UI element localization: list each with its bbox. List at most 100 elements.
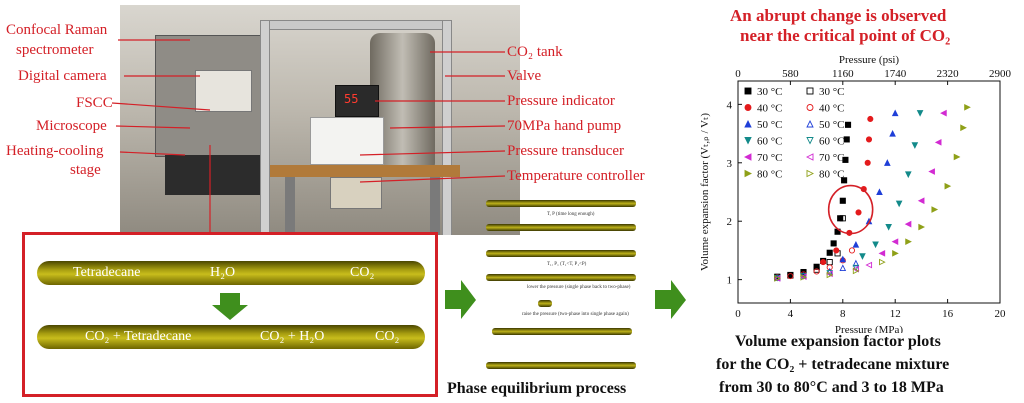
x2-tick-label: 1160 xyxy=(832,68,854,80)
tube-initial-tetradecane: Tetradecane xyxy=(73,265,141,280)
x-tick-label: 16 xyxy=(942,308,954,320)
legend-marker xyxy=(744,169,753,178)
right-arrow-icon xyxy=(445,280,476,319)
legend-marker xyxy=(806,119,814,128)
data-point xyxy=(774,275,781,282)
legend-marker xyxy=(744,104,752,111)
data-point xyxy=(879,258,886,266)
data-point xyxy=(889,129,896,137)
data-point xyxy=(904,220,912,228)
data-point xyxy=(867,115,874,123)
data-point xyxy=(826,264,833,271)
table-leg xyxy=(430,177,440,235)
label-digital-camera: Digital camera xyxy=(18,68,107,84)
tube-equilibrium-co2: CO₂ xyxy=(375,329,400,344)
x2-tick-label: 2320 xyxy=(937,68,960,80)
legend-label: 60 °C xyxy=(819,136,845,148)
data-point xyxy=(892,250,899,257)
data-point xyxy=(865,136,873,143)
legend-label: 60 °C xyxy=(757,136,783,148)
data-point xyxy=(917,197,925,205)
data-point xyxy=(891,109,899,117)
data-point xyxy=(826,259,833,266)
data-point xyxy=(934,139,942,146)
x-tick-label: 12 xyxy=(890,308,901,320)
data-point xyxy=(820,259,827,266)
data-point xyxy=(852,267,860,275)
tube-equilibrium xyxy=(37,325,425,349)
right-arrow-icon xyxy=(655,280,686,319)
leader-fscc xyxy=(111,102,211,111)
x-tick-label: 4 xyxy=(788,308,794,320)
data-point xyxy=(940,109,947,117)
data-point xyxy=(859,253,866,260)
data-point xyxy=(884,159,891,166)
label-heating-line1: Heating-cooling xyxy=(6,143,104,159)
data-point xyxy=(842,156,849,163)
data-point xyxy=(852,240,860,248)
chart-caption-1: Volume expansion factor plots xyxy=(735,333,941,350)
legend-label: 40 °C xyxy=(757,103,783,115)
legend-marker xyxy=(806,169,815,178)
legend-label: 70 °C xyxy=(757,152,783,164)
table-top xyxy=(270,165,460,177)
data-point xyxy=(918,223,926,231)
data-point xyxy=(787,273,794,280)
phase-note-3: lower the pressure (single phase back to… xyxy=(527,285,631,290)
legend-marker xyxy=(744,87,752,95)
phase-note-4: raise the pressure (two-phase into singl… xyxy=(522,312,629,317)
frame-post-left xyxy=(260,20,270,235)
data-point xyxy=(844,121,852,128)
tube-equilibrium-mixture: CO₂ + Tetradecane xyxy=(85,329,192,344)
capillary-zoom-box: Tetradecane H₂O CO₂ CO₂ + Tetradecane CO… xyxy=(22,232,438,397)
legend-label: 80 °C xyxy=(757,169,783,181)
legend-marker xyxy=(744,119,752,128)
data-point xyxy=(855,209,862,216)
label-fscc: FSCC xyxy=(76,95,113,111)
legend-marker xyxy=(806,87,814,95)
leader-pump xyxy=(389,125,506,129)
data-point xyxy=(964,103,971,111)
legend-marker xyxy=(743,153,752,161)
leader-temperature xyxy=(359,175,506,183)
data-point xyxy=(848,247,856,254)
data-point xyxy=(826,249,833,256)
label-raman-line1: Confocal Raman xyxy=(6,22,108,38)
phase-step-2 xyxy=(486,224,636,231)
data-point xyxy=(904,171,912,179)
legend-label: 70 °C xyxy=(819,152,845,164)
data-point xyxy=(852,264,860,272)
leader-transducer xyxy=(359,150,506,156)
label-raman-line2: spectrometer xyxy=(16,42,94,58)
y-tick-label: 1 xyxy=(727,275,733,287)
data-point xyxy=(839,264,847,271)
label-valve: Valve xyxy=(507,68,542,84)
data-point xyxy=(839,215,846,222)
plot-frame xyxy=(737,80,1001,304)
data-point xyxy=(911,142,919,149)
label-temperature-controller: Temperature controller xyxy=(507,168,645,184)
legend-label: 80 °C xyxy=(819,169,845,181)
phase-step-1 xyxy=(486,200,636,207)
data-point xyxy=(931,206,939,213)
phase-note-1: T, P (time long enough) xyxy=(547,212,595,217)
data-point xyxy=(813,268,820,275)
legend-label: 50 °C xyxy=(819,119,845,131)
stage-block xyxy=(165,155,265,195)
data-point xyxy=(878,250,886,257)
x-tick-label: 0 xyxy=(735,308,741,320)
phase-process-panel: T, P (time long enough) T₁, P₁ (T₁<T, P₁… xyxy=(482,192,652,377)
tube-initial-water: H₂O xyxy=(210,265,236,280)
data-point xyxy=(895,200,903,208)
chart-headline-1: An abrupt change is observed xyxy=(730,6,947,25)
legend-label: 40 °C xyxy=(819,103,845,115)
legend-label: 30 °C xyxy=(757,86,783,98)
pressure-indicator: 55 xyxy=(335,85,379,117)
legend-label: 30 °C xyxy=(819,86,845,98)
phase-step-6 xyxy=(492,328,632,335)
data-point xyxy=(839,197,846,204)
label-microscope: Microscope xyxy=(36,118,107,134)
hand-pump-box xyxy=(310,117,384,165)
